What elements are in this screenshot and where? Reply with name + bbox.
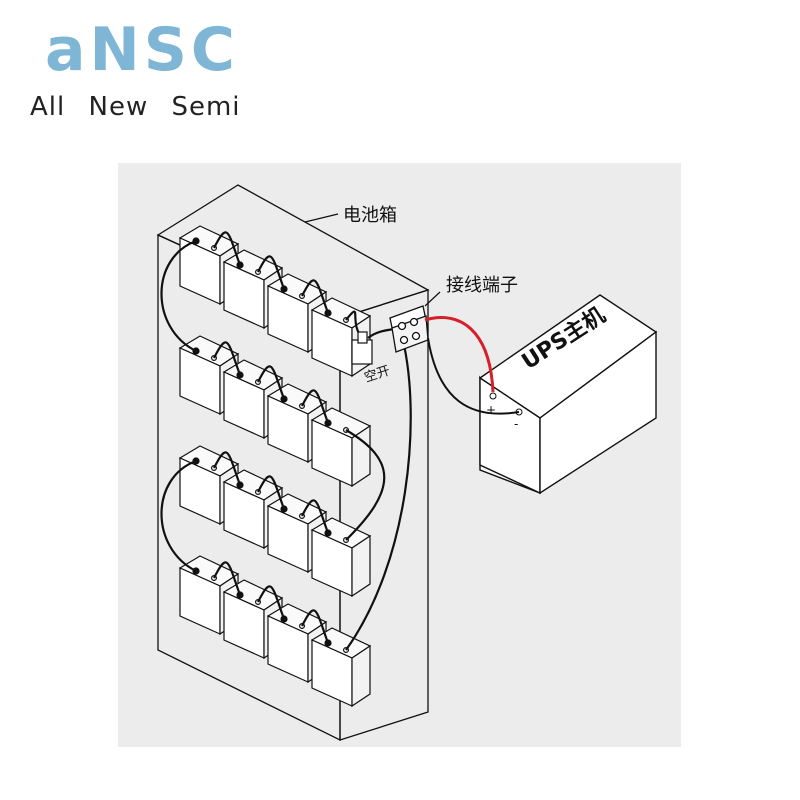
terminal-leader	[424, 291, 441, 307]
battery-jumper	[213, 341, 242, 376]
ups-positive-terminal	[489, 392, 497, 400]
positive-wire	[424, 316, 495, 393]
battery-jumper	[257, 585, 286, 620]
tagline-word: New	[88, 92, 149, 122]
terminal-block-label: 接线端子	[446, 275, 518, 296]
breaker-link-wire	[345, 310, 361, 336]
battery-jumper	[301, 389, 330, 424]
tagline-word: All	[30, 92, 66, 122]
row-link-wire	[345, 429, 386, 541]
battery-jumper	[213, 451, 242, 486]
battery-jumper	[301, 499, 330, 534]
battery-wires	[160, 231, 412, 651]
brand-logo: aNSC All New Semi	[0, 0, 300, 130]
breaker-switch	[351, 331, 373, 365]
ups-plus-sign: +	[486, 403, 496, 417]
return-wire	[345, 344, 412, 651]
cabinet-leader	[304, 213, 339, 223]
negative-wire	[427, 337, 520, 415]
logo-tagline: All New Semi	[30, 92, 255, 122]
cabinet-side	[339, 289, 429, 741]
battery-jumper	[257, 255, 286, 290]
battery-jumper	[257, 475, 286, 510]
terminal-block	[389, 305, 429, 353]
battery-jumper	[213, 231, 242, 266]
battery-jumper	[213, 561, 242, 596]
ups-side	[539, 330, 657, 495]
tagline-word: Semi	[171, 92, 241, 122]
battery-jumper	[257, 365, 286, 400]
battery-cabinet-label: 电池箱	[343, 205, 397, 226]
logo-mark: aNSC	[45, 15, 239, 85]
battery-jumper	[301, 279, 330, 314]
ups-minus-sign: -	[514, 417, 518, 431]
row-link-wire	[160, 239, 197, 352]
row-link-wire	[160, 459, 197, 572]
battery-jumper	[301, 609, 330, 644]
ups-host	[478, 294, 658, 495]
